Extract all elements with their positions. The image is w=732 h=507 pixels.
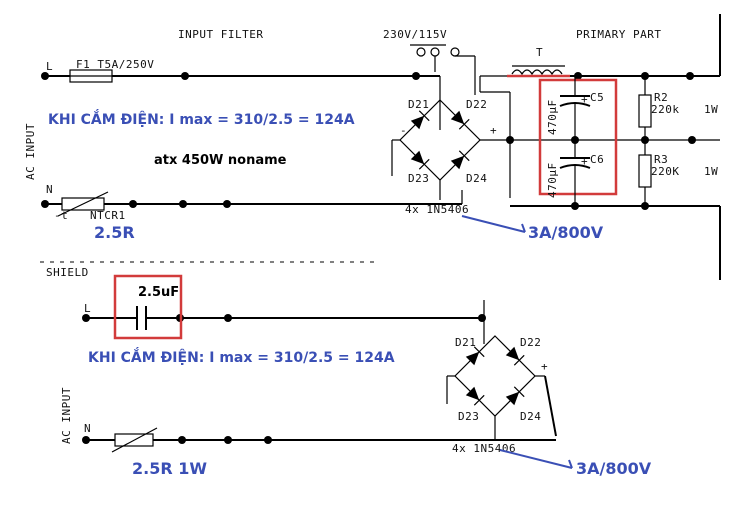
resistor-r2-watt: 1W: [704, 103, 718, 116]
resistor-r2-label: R2: [654, 91, 668, 104]
input-filter-title: INPUT FILTER: [178, 28, 263, 41]
series-capacitor: [130, 306, 176, 330]
bridge-output-wires: [391, 91, 511, 200]
junction-dot: [181, 72, 189, 80]
line-l-terminal: [41, 72, 49, 80]
junction-dot: [179, 200, 187, 208]
capacitor-c6-plus: +: [581, 155, 588, 168]
line-l-wire-bottom: [86, 300, 485, 344]
ntc-thermistor: [57, 191, 109, 217]
capacitor-c5-label: C5: [590, 91, 604, 104]
bridge-rectifier-bottom: [446, 335, 557, 440]
line-n-label-bottom: N: [84, 422, 91, 435]
bridge-part-label-bottom: 4x 1N5406: [452, 442, 516, 455]
capacitor-c5-value: 470µF: [546, 99, 559, 135]
diode-d23-label-bottom: D23: [458, 410, 479, 423]
line-l-terminal-bottom: [82, 314, 90, 322]
transformer-primary: [479, 65, 570, 92]
ac-input-label-bottom: AC INPUT: [60, 387, 73, 444]
capacitor-c6: [559, 140, 591, 206]
line-l-label: L: [46, 60, 53, 73]
capacitor-c6-value: 470µF: [546, 162, 559, 198]
line-n-terminal-bottom: [82, 436, 90, 444]
diode-d22-label-bottom: D22: [520, 336, 541, 349]
capacitor-highlight-box: [538, 78, 618, 196]
note-bottom: KHI CẮM ĐIỆN: I max = 310/2.5 = 124A: [88, 347, 395, 366]
junction-dot: [224, 436, 232, 444]
pointer-tick-bottom: [568, 459, 573, 469]
diode-d21-label: D21: [408, 98, 429, 111]
primary-part-title: PRIMARY PART: [576, 28, 661, 41]
fuse-f1: [69, 69, 113, 83]
junction-dot: [178, 436, 186, 444]
junction-dot: [478, 314, 486, 322]
bridge-plus-label: +: [490, 124, 497, 137]
capacitor-c6-label: C6: [590, 153, 604, 166]
resistor-r3: [638, 140, 652, 206]
bridge-minus-label: -: [400, 124, 407, 137]
voltage-select-switch: [410, 44, 476, 95]
transformer-label: T: [536, 46, 543, 59]
model-label: atx 450W noname: [154, 153, 287, 168]
ntc-t-label: -t: [54, 209, 68, 222]
note-top: KHI CẮM ĐIỆN: I max = 310/2.5 = 124A: [48, 109, 355, 128]
resistor-r3-watt: 1W: [704, 165, 718, 178]
capacitor-c5: [559, 76, 591, 140]
resistor-r3-value: 220K: [651, 165, 680, 178]
junction-dot: [224, 314, 232, 322]
junction-dot: [571, 202, 579, 210]
diode-rating-bottom: 3A/800V: [576, 459, 652, 478]
fuse-label: F1 T5A/250V: [76, 58, 154, 71]
ntc-label: NTCR1: [90, 209, 126, 222]
diode-d23-label: D23: [408, 172, 429, 185]
diode-d24-label-bottom: D24: [520, 410, 541, 423]
ntc-value-note-bottom: 2.5R 1W: [132, 459, 207, 478]
resistor-r2: [638, 76, 652, 140]
cap-value-note: 2.5uF: [138, 285, 179, 300]
line-n-label: N: [46, 183, 53, 196]
voltage-select-label: 230V/115V: [383, 28, 447, 41]
diode-d21-label-bottom: D21: [455, 336, 476, 349]
pointer-tick: [521, 223, 526, 233]
dc-bus-positive: [570, 14, 721, 77]
junction-dot: [129, 200, 137, 208]
resistor-r2-value: 220k: [651, 103, 680, 116]
junction-dot: [641, 202, 649, 210]
bridge-plus-label-bottom: +: [541, 360, 548, 373]
diode-rating-top: 3A/800V: [528, 223, 604, 242]
line-n-wire: [45, 190, 721, 280]
capacitor-highlight-box-bottom: [113, 274, 183, 340]
ac-input-label: AC INPUT: [24, 123, 37, 180]
line-n-terminal: [41, 200, 49, 208]
ntc-value-note: 2.5R: [94, 223, 135, 242]
line-l-wire: [45, 75, 441, 130]
ntc-thermistor-bottom: [111, 427, 158, 453]
line-l-label-bottom: L: [84, 302, 91, 315]
shield-label: SHIELD: [46, 266, 89, 279]
diode-d24-label: D24: [466, 172, 487, 185]
junction-dot: [223, 200, 231, 208]
pointer-line: [461, 215, 526, 233]
diode-d22-label: D22: [466, 98, 487, 111]
bridge-part-label: 4x 1N5406: [405, 203, 469, 216]
pointer-line-bottom: [499, 449, 573, 469]
capacitor-c5-plus: +: [581, 93, 588, 106]
junction-dot: [412, 72, 420, 80]
junction-dot: [264, 436, 272, 444]
resistor-r3-label: R3: [654, 153, 668, 166]
